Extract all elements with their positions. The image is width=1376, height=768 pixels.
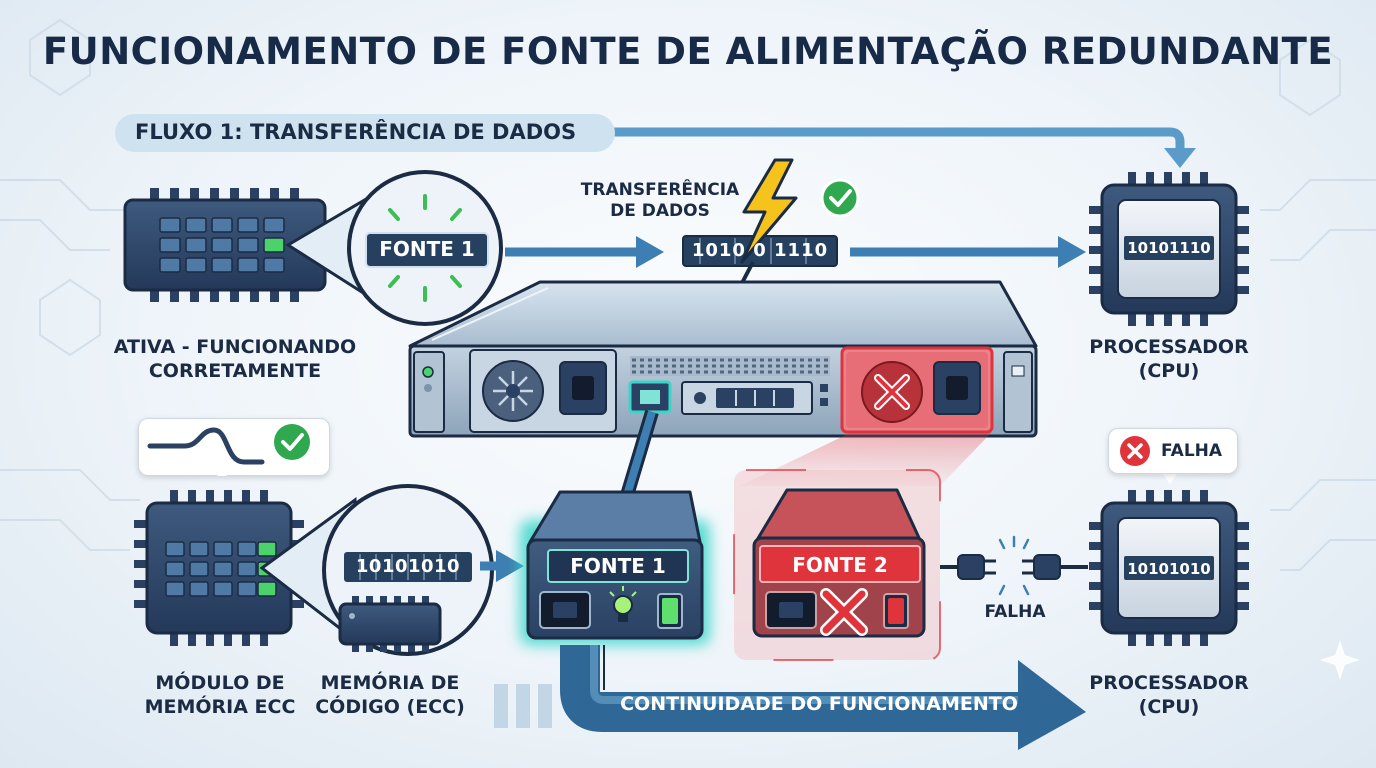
background-circuit-traces — [0, 18, 1376, 571]
continuity-label: CONTINUIDADE DO FUNCIONAMENTO — [620, 693, 1018, 715]
failure-projection — [740, 432, 992, 486]
flow-arrow — [600, 127, 1196, 168]
cpu-bits-bottom: 10101010 — [1127, 560, 1211, 578]
code-memory-chip — [338, 596, 442, 652]
activity-rays-icon — [388, 194, 462, 302]
cpu-label-top: PROCESSADOR (CPU) — [1089, 336, 1249, 382]
power-plug-icon — [940, 535, 1088, 596]
cross-badge-icon — [1120, 436, 1150, 466]
psu1-label: FONTE 1 — [570, 554, 666, 578]
code-memory-label: MEMÓRIA DE CÓDIGO (ECC) — [315, 672, 465, 718]
fail-badge: FALHA — [1108, 428, 1238, 474]
fail-badge-text: FALHA — [1161, 441, 1223, 461]
flow-label-pill: FLUXO 1: TRANSFERÊNCIA DE DADOS — [115, 114, 615, 152]
cpu-label-bottom: PROCESSADOR (CPU) — [1089, 672, 1249, 718]
server-chassis — [408, 280, 1038, 438]
module-label: MÓDULO DE MEMÓRIA ECC — [144, 672, 296, 718]
ecc-memory-module — [134, 490, 304, 646]
cross-icon — [820, 588, 868, 636]
cpu-bits-top: 10101110 — [1127, 239, 1211, 257]
check-icon — [820, 178, 860, 218]
bits-top: 1010 0 1110 — [691, 240, 829, 261]
lightbulb-icon — [609, 586, 637, 622]
transfer-label: TRANSFERÊNCIA DE DADOS — [580, 180, 740, 222]
source-label-top: FONTE 1 — [379, 237, 475, 261]
wave-bubble-icons — [147, 424, 310, 476]
source-badge-top — [365, 232, 489, 268]
flow-label: FLUXO 1: TRANSFERÊNCIA DE DADOS — [135, 120, 577, 144]
cpu-top — [1089, 172, 1249, 326]
ecc-bits: 10101010 — [355, 556, 461, 577]
cpu-bottom — [1089, 490, 1249, 646]
memory-chip-top — [123, 188, 327, 302]
progress-stripes — [494, 684, 552, 728]
psu2-label: FONTE 2 — [792, 553, 888, 577]
status-text: ATIVA - FUNCIONANDO CORRETAMENTE — [113, 336, 357, 382]
continuity-arrow — [560, 645, 1086, 750]
plug-fail-label: FALHA — [984, 602, 1046, 622]
lightning-icon — [740, 158, 798, 264]
page-title: FUNCIONAMENTO DE FONTE DE ALIMENTAÇÃO RE… — [42, 30, 1334, 73]
psu-fonte-1 — [520, 490, 710, 645]
psu-fonte-2 — [733, 469, 941, 661]
